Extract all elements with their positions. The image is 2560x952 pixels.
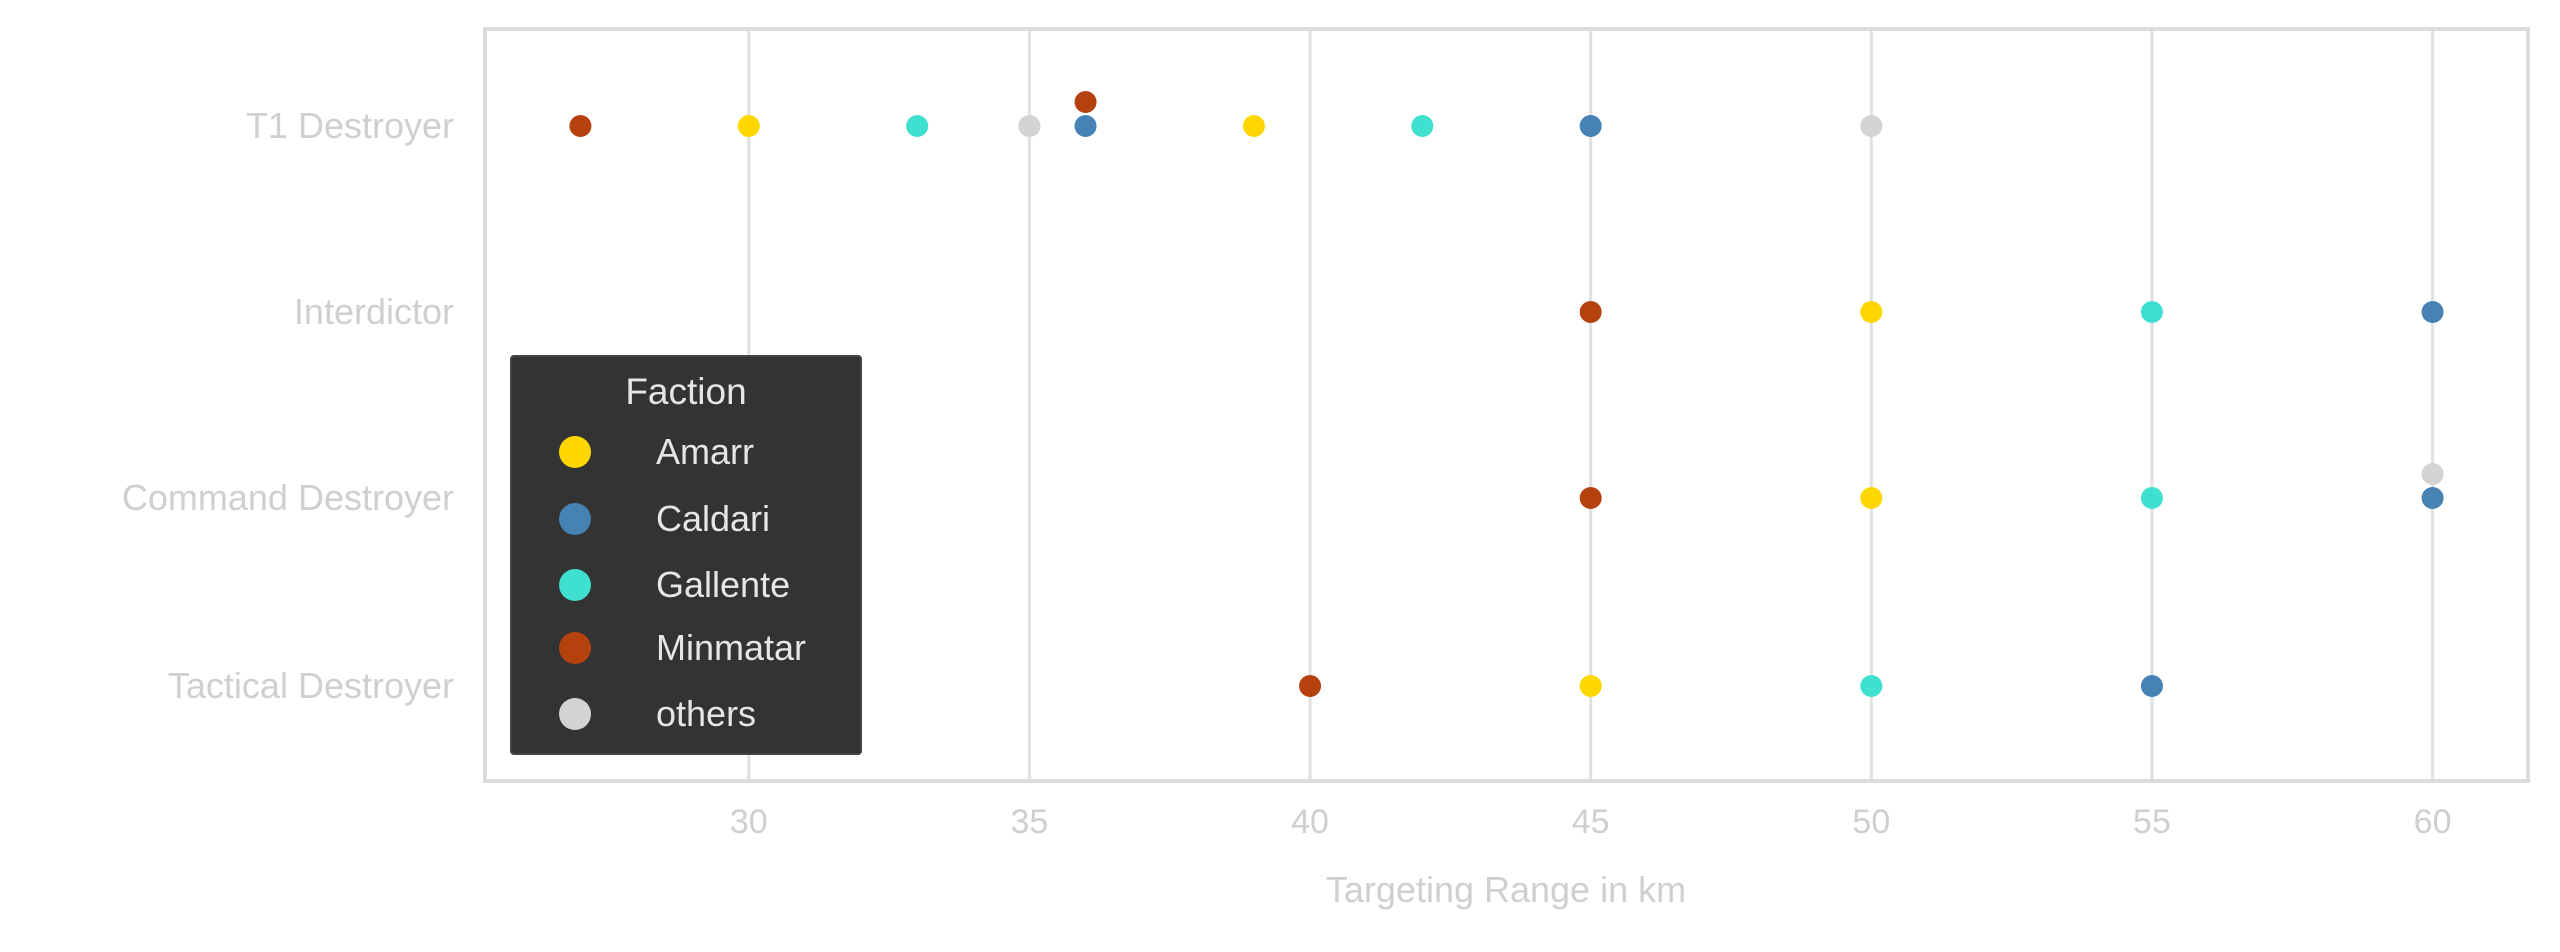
x-tick-label: 30 <box>730 803 768 841</box>
y-tick-label: T1 Destroyer <box>246 105 454 146</box>
point-amarr <box>1579 675 1602 697</box>
point-amarr <box>1860 301 1883 323</box>
x-tick-label: 50 <box>1852 803 1890 841</box>
point-caldari <box>1074 115 1097 137</box>
point-caldari <box>2140 675 2163 697</box>
point-minmatar <box>1299 675 1322 697</box>
point-minmatar <box>1579 301 1602 323</box>
legend-label: Gallente <box>656 564 790 605</box>
point-gallente <box>1411 115 1434 137</box>
x-tick-label: 45 <box>1572 803 1610 841</box>
point-caldari <box>2421 487 2444 509</box>
x-tick-label: 60 <box>2414 803 2452 841</box>
legend-marker-others <box>559 698 591 730</box>
point-caldari <box>1579 115 1602 137</box>
x-tick-label: 55 <box>2133 803 2171 841</box>
point-gallente <box>1860 675 1883 697</box>
legend-marker-minmatar <box>559 632 591 664</box>
point-caldari <box>2421 301 2444 323</box>
legend-label: Minmatar <box>656 627 806 668</box>
x-axis-label: Targeting Range in km <box>1326 869 1686 910</box>
point-others <box>1018 115 1041 137</box>
y-tick-label: Command Destroyer <box>122 477 454 518</box>
legend-label: Amarr <box>656 431 754 472</box>
point-gallente <box>2140 487 2163 509</box>
data-points <box>569 91 2444 697</box>
point-others <box>1860 115 1883 137</box>
point-amarr <box>1860 487 1883 509</box>
legend-label: others <box>656 693 756 734</box>
point-gallente <box>906 115 929 137</box>
legend-marker-gallente <box>559 569 591 601</box>
y-tick-label: Tactical Destroyer <box>168 665 454 706</box>
y-tick-label: Interdictor <box>294 291 454 332</box>
point-minmatar <box>569 115 592 137</box>
legend-box <box>510 355 862 755</box>
legend-label: Caldari <box>656 498 770 539</box>
legend-title: Faction <box>625 371 746 412</box>
point-minmatar <box>1579 487 1602 509</box>
x-tick-labels: 30 35 40 45 50 55 60 <box>730 803 2452 841</box>
point-others <box>2421 463 2444 485</box>
legend-marker-amarr <box>559 436 591 468</box>
point-gallente <box>2140 301 2163 323</box>
x-tick-label: 40 <box>1291 803 1329 841</box>
point-minmatar <box>1074 91 1097 113</box>
x-tick-label: 35 <box>1011 803 1049 841</box>
plot-frame <box>483 27 2530 783</box>
point-amarr <box>1242 115 1265 137</box>
grid-lines <box>747 29 2435 781</box>
legend-marker-caldari <box>559 503 591 535</box>
point-amarr <box>737 115 760 137</box>
